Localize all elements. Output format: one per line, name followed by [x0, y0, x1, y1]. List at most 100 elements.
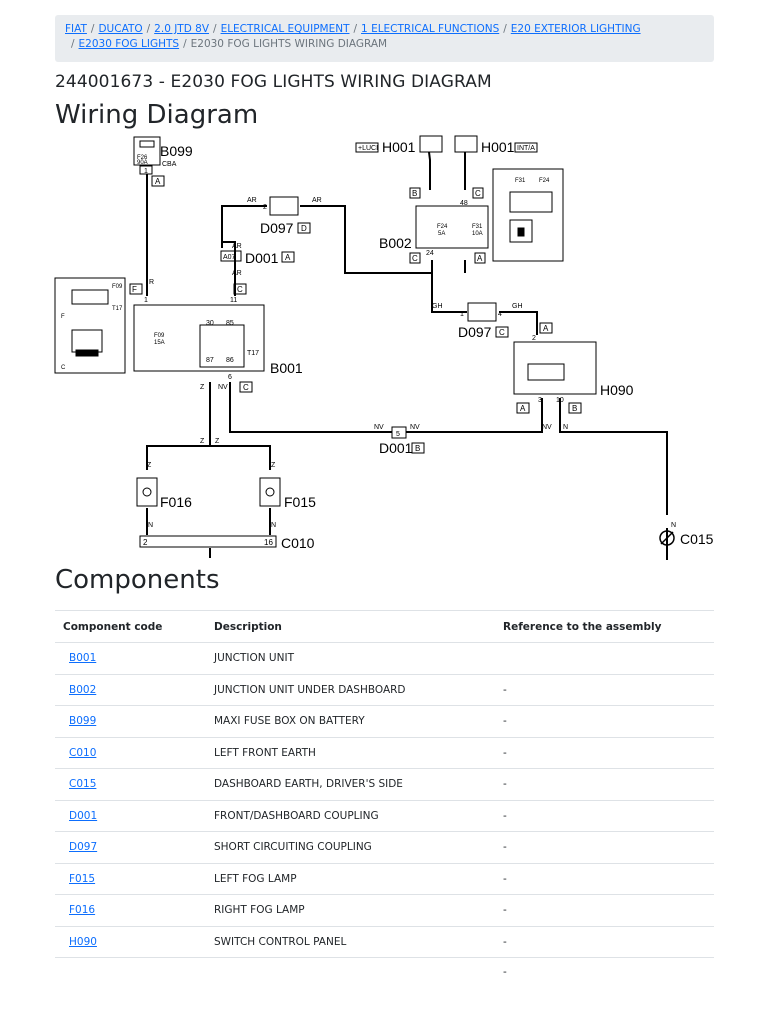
component-d097-top	[269, 196, 311, 234]
label-n-f016: N	[148, 522, 153, 529]
component-h001-left	[355, 135, 443, 153]
label-f26: F26	[137, 155, 148, 161]
label-b002-p24: 24	[426, 250, 434, 257]
label-d097-top: D097	[260, 220, 294, 236]
label-nv-2: NV	[410, 424, 420, 431]
reference-cell: -	[495, 926, 714, 958]
breadcrumb-link-fog-lights[interactable]: E2030 FOG LIGHTS	[78, 38, 180, 50]
code-cell: C015	[55, 768, 206, 801]
description-cell: SHORT CIRCUITING COUPLING	[206, 831, 495, 864]
label-f09-inset: F09	[112, 284, 123, 290]
code-cell: D001	[55, 800, 206, 832]
label-ar-1: AR	[247, 197, 257, 204]
component-link-d097[interactable]: D097	[69, 841, 98, 854]
description-cell: LEFT FOG LAMP	[206, 863, 495, 895]
label-c015: C015	[680, 531, 714, 547]
label-ar-2: AR	[312, 197, 322, 204]
label-z-1: Z	[200, 438, 205, 445]
component-link-c015[interactable]: C015	[69, 778, 97, 791]
label-inset-c: C	[61, 365, 66, 371]
breadcrumb-current: E2030 FOG LIGHTS WIRING DIAGRAM	[190, 38, 388, 50]
component-d097-mid	[467, 302, 509, 338]
label-p30: 30	[206, 320, 214, 327]
wiring-diagram: B099 CBA F26 90A 1 A +LUCI H001 H001 INT…	[54, 135, 714, 560]
label-f24-rating: 5A	[438, 231, 445, 237]
component-link-h090[interactable]: H090	[69, 935, 97, 948]
label-z-2: Z	[215, 438, 220, 445]
label-c010-p2: 2	[143, 538, 148, 547]
breadcrumb-link-engine[interactable]: 2.0 JTD 8V	[154, 23, 210, 35]
label-b099: B099	[160, 143, 193, 159]
components-table: Component code Description Reference to …	[55, 610, 714, 958]
label-a07: A07	[223, 254, 236, 261]
label-b001-c1: C	[237, 285, 243, 294]
breadcrumb-link-electrical-equipment[interactable]: ELECTRICAL EQUIPMENT	[220, 23, 350, 35]
components-heading: Components	[55, 565, 220, 595]
code-cell: F016	[55, 894, 206, 927]
label-z-3: Z	[147, 462, 152, 469]
label-b099-pin: 1	[144, 168, 148, 175]
label-f31-box: F31	[515, 178, 526, 184]
breadcrumb-link-electrical-functions[interactable]: 1 ELECTRICAL FUNCTIONS	[361, 23, 500, 35]
component-junction-inset	[492, 168, 564, 262]
header-description: Description	[206, 610, 495, 643]
component-d001-top	[220, 250, 295, 263]
component-link-c010[interactable]: C010	[69, 746, 97, 759]
label-f24: F24	[437, 224, 448, 230]
label-ar-4: AR	[232, 270, 242, 277]
label-f26-rating: 90A	[137, 160, 148, 166]
label-b002-p48: 48	[460, 200, 468, 207]
component-f016	[136, 477, 158, 507]
component-link-f016[interactable]: F016	[69, 904, 96, 917]
reference-cell: -	[495, 705, 714, 738]
label-c010-p16: 16	[264, 538, 273, 547]
breadcrumb-separator: /	[503, 23, 507, 35]
breadcrumb-link-fiat[interactable]: FIAT	[65, 23, 87, 35]
label-cba: CBA	[162, 161, 177, 168]
label-b002-a: A	[477, 254, 483, 263]
breadcrumb-link-ducato[interactable]: DUCATO	[98, 23, 143, 35]
label-inset-f: F	[61, 314, 65, 320]
label-b002-c1: C	[475, 189, 481, 198]
reference-cell: -	[495, 737, 714, 769]
component-link-b001[interactable]: B001	[69, 652, 97, 665]
component-b001	[129, 283, 265, 393]
wiring-diagram-heading: Wiring Diagram	[55, 100, 259, 130]
label-nv-1: NV	[374, 424, 384, 431]
component-d001-bottom	[391, 426, 425, 454]
label-t17-inset: T17	[112, 306, 123, 312]
code-cell: F015	[55, 863, 206, 895]
label-ar-3: AR	[232, 243, 242, 250]
label-f24-box: F24	[539, 178, 550, 184]
breadcrumb-link-exterior-lighting[interactable]: E20 EXTERIOR LIGHTING	[510, 23, 641, 35]
label-f31: F31	[472, 224, 483, 230]
label-d001-b: B	[415, 444, 420, 453]
component-link-b002[interactable]: B002	[69, 683, 97, 696]
label-h090-p3: 3	[538, 397, 542, 404]
component-h090	[513, 322, 597, 414]
label-f09-rating: 15A	[154, 340, 165, 346]
label-d097-p1: 1	[460, 311, 464, 318]
component-link-f015[interactable]: F015	[69, 872, 96, 885]
label-t17-b001: T17	[247, 350, 259, 357]
header-reference: Reference to the assembly	[495, 610, 714, 643]
breadcrumb-separator: /	[71, 38, 75, 50]
label-nv-b001: NV	[218, 384, 228, 391]
breadcrumb: FIAT/DUCATO/2.0 JTD 8V/ELECTRICAL EQUIPM…	[55, 15, 714, 62]
label-f016: F016	[160, 494, 192, 510]
description-cell: JUNCTION UNIT UNDER DASHBOARD	[206, 674, 495, 706]
label-d097-p2: 2	[263, 204, 267, 211]
component-link-b099[interactable]: B099	[69, 715, 97, 728]
code-cell: B001	[55, 642, 206, 675]
label-c010: C010	[281, 535, 315, 551]
label-d001-top: D001	[245, 250, 279, 266]
component-link-d001[interactable]: D001	[69, 809, 98, 822]
label-b002-c2: C	[412, 254, 418, 263]
label-p86: 86	[226, 357, 234, 364]
label-z-4: Z	[271, 462, 276, 469]
label-d097-c: C	[499, 328, 505, 337]
wires	[146, 151, 668, 560]
